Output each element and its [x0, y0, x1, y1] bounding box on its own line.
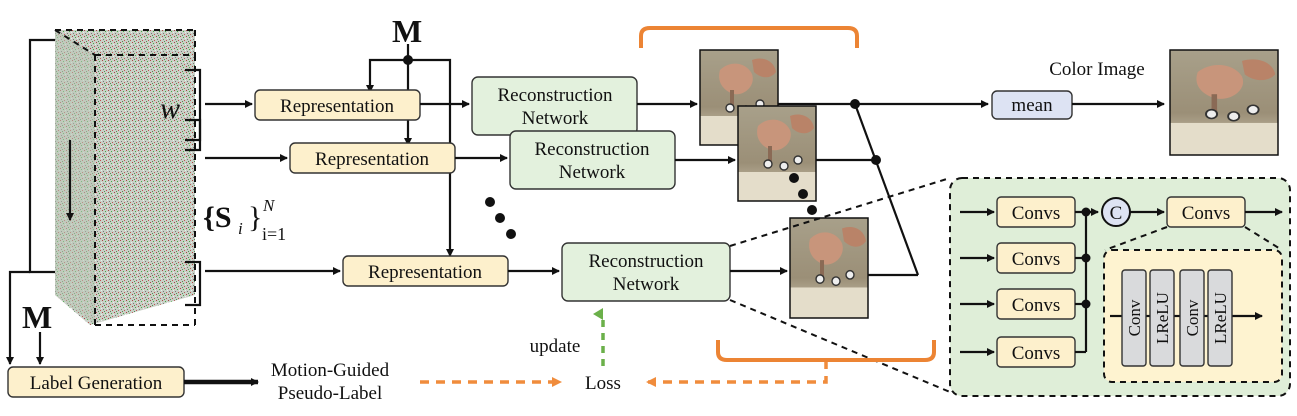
convs-label-output: Convs: [1182, 203, 1231, 224]
conv-layer-1: Conv: [1121, 269, 1147, 367]
concat-icon: C: [1101, 197, 1131, 227]
subsets-sub-i: i: [238, 219, 243, 238]
volume-to-representation-arrows: [205, 100, 341, 275]
reconstruction-label-3b: Network: [613, 274, 680, 295]
reconstructed-frame-image-3: [789, 217, 869, 319]
representation-label-3: Representation: [368, 262, 482, 283]
subsets-base: {S: [203, 201, 232, 234]
convs-merge-lines: [1075, 207, 1099, 354]
mask-label-top: M: [392, 13, 422, 49]
reconstruction-label-2a: Reconstruction: [534, 139, 650, 160]
zoom-lines: [729, 177, 951, 393]
label-generation-inputs: [6, 270, 44, 365]
label-generation-box: Label Generation: [7, 366, 185, 398]
pseudo-label-line1: Motion-Guided: [271, 360, 390, 381]
representation-box-2: Representation: [289, 142, 456, 174]
lrelu-layer-1: LReLU: [1149, 269, 1175, 367]
representation-label-2: Representation: [315, 149, 429, 170]
reconstruction-label-1b: Network: [522, 108, 589, 129]
reconstruction-network-2: Reconstruction Network: [509, 130, 676, 190]
reconstruction-label-2b: Network: [559, 162, 626, 183]
label-generation-label: Label Generation: [30, 373, 163, 394]
reconstruction-network-1: Reconstruction Network: [471, 76, 638, 136]
color-image-label: Color Image: [1049, 59, 1145, 80]
lrelu-layer-label-2: LReLU: [1211, 292, 1230, 344]
ellipsis-dots-frames: [789, 173, 817, 215]
conv-layer-label-2: Conv: [1183, 299, 1202, 336]
representation-box-1: Representation: [254, 89, 421, 121]
sub-stream-label: w: [160, 92, 180, 125]
subsets-close: }: [248, 201, 262, 234]
subsets-notation: {S i } N i=1: [203, 196, 286, 244]
representation-label-1: Representation: [280, 96, 394, 117]
ellipsis-dots-left: [485, 197, 516, 239]
reconstruction-label-3a: Reconstruction: [588, 251, 704, 272]
reconstruction-network-3: Reconstruction Network: [561, 242, 731, 302]
lrelu-layer-2: LReLU: [1207, 269, 1233, 367]
mask-label-bottom: M: [22, 299, 52, 335]
top-orange-bracket: [639, 26, 859, 48]
left-bracket: [28, 38, 55, 274]
bottom-orange-bracket: [716, 340, 936, 362]
convs-label-1: Convs: [1012, 203, 1061, 224]
subsets-sup: N: [262, 196, 276, 215]
subsets-sub: i=1: [262, 224, 286, 244]
update-label: update: [530, 336, 581, 357]
reconstruction-label-1a: Reconstruction: [497, 85, 613, 106]
convs-label-4: Convs: [1012, 343, 1061, 364]
right-brackets: [185, 68, 202, 307]
convs-label-3: Convs: [1012, 295, 1061, 316]
conv-layer-label-1: Conv: [1125, 299, 1144, 336]
convs-box-1: Convs: [996, 196, 1076, 228]
convs-detail-zoom-lines: [1104, 226, 1283, 251]
concat-label: C: [1110, 203, 1123, 224]
representation-to-network-arrows: [420, 100, 560, 275]
loss-label: Loss: [585, 373, 621, 394]
conv-layer-2: Conv: [1179, 269, 1205, 367]
event-volume-image: [54, 29, 196, 326]
convs-label-2: Convs: [1012, 249, 1061, 270]
convs-box-2: Convs: [996, 242, 1076, 274]
network-to-frame-arrows: [637, 100, 788, 275]
convs-inputs: [960, 208, 995, 356]
convs-box-4: Convs: [996, 336, 1076, 368]
reconstructed-frame-image-2: [737, 105, 817, 202]
mean-label: mean: [1011, 95, 1053, 116]
lrelu-layer-label-1: LReLU: [1153, 292, 1172, 344]
frames-to-loss-arrow: [646, 360, 828, 387]
convs-box-3: Convs: [996, 288, 1076, 320]
mean-box: mean: [991, 90, 1073, 120]
pseudo-label-line2: Pseudo-Label: [278, 383, 382, 404]
representation-box-3: Representation: [342, 255, 509, 287]
convs-box-output: Convs: [1166, 196, 1246, 228]
color-image-thumbnail: [1169, 49, 1279, 156]
merge-lines: [778, 99, 989, 277]
